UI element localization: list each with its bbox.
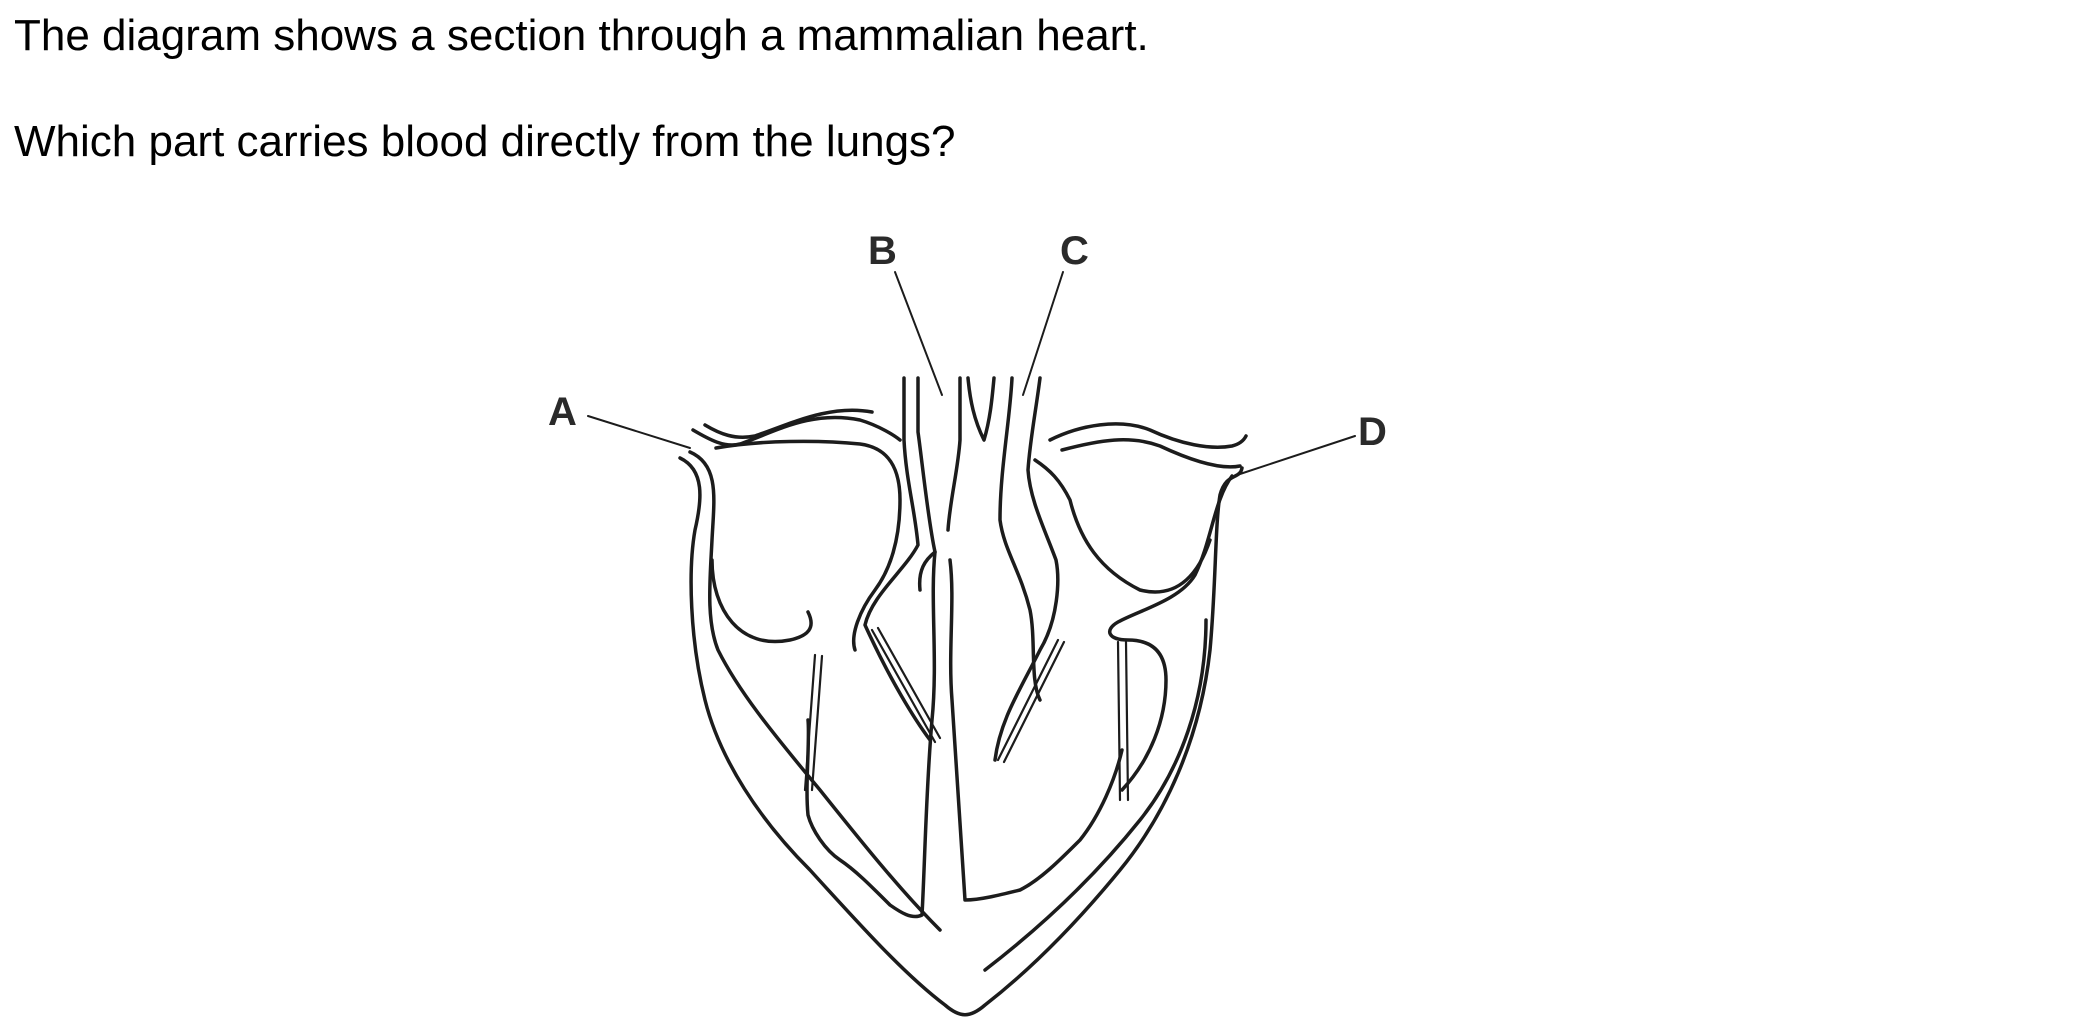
mitral-chordae-right	[1124, 640, 1130, 802]
aorta-right-wall	[998, 376, 1042, 702]
left-ventricle-outer-inner	[983, 618, 1208, 972]
label-c-leader	[1022, 271, 1064, 396]
pulmonary-vein-lower	[1060, 438, 1242, 469]
label-b-leader	[894, 271, 943, 396]
aorta-outer-wall	[993, 376, 1060, 762]
aorta-fork-left	[966, 376, 996, 442]
label-a: A	[548, 390, 577, 434]
vena-cava-upper	[691, 415, 902, 447]
heart-outer-wall	[678, 456, 1244, 1017]
right-ventricle-inner-wall	[710, 558, 813, 644]
pulmonary-artery-inner-wall	[916, 376, 937, 592]
semilunar-valve-left-a	[870, 628, 937, 744]
question-intro: The diagram shows a section through a ma…	[14, 11, 1149, 60]
septum-left	[805, 550, 937, 919]
aorta-left-wall	[946, 376, 962, 532]
question-prompt: Which part carries blood directly from t…	[14, 117, 956, 166]
right-atrium-wall-inner	[688, 450, 942, 932]
label-b: B	[868, 229, 897, 273]
pulmonary-artery-left-wall	[863, 376, 932, 742]
semilunar-valve-left-b	[876, 626, 942, 740]
tricuspid-chordae-right	[810, 654, 824, 792]
semilunar-valve-right-b	[1002, 640, 1066, 764]
label-a-leader	[587, 415, 691, 449]
mitral-chordae-left	[1116, 640, 1122, 802]
septum-right	[948, 558, 1124, 902]
label-c: C	[1060, 229, 1089, 273]
pulmonary-vein-upper	[1048, 422, 1248, 449]
right-atrium-roof	[714, 439, 902, 652]
label-d-leader	[1239, 435, 1356, 475]
left-atrium-roof	[1033, 458, 1212, 594]
semilunar-valve-right-a	[996, 638, 1060, 762]
label-d: D	[1358, 410, 1387, 454]
vena-cava-lower	[703, 408, 874, 439]
tricuspid-chordae-left	[803, 653, 817, 792]
